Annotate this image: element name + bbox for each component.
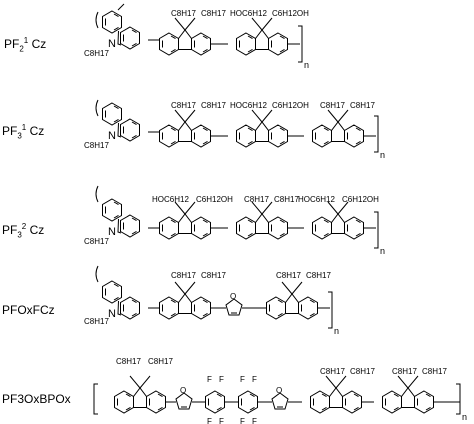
sub-octyl: C8H17 bbox=[84, 317, 109, 326]
label-pf3oxbpox: PF3OxBPOx bbox=[2, 392, 71, 406]
structure-pf2-1-cz: N C8H17 C8H17 C8H17 HOC6H12 C6H12OH n bbox=[84, 3, 309, 70]
sub-hydroxyhexyl: C6H12OH bbox=[196, 195, 233, 204]
sub-octyl: C8H17 bbox=[201, 101, 226, 110]
repeat-n: n bbox=[380, 150, 385, 160]
atom-n: N bbox=[108, 226, 116, 238]
label-pf2-1-cz: PF21 Cz bbox=[4, 36, 47, 54]
repeat-n: n bbox=[334, 326, 339, 336]
sub-octyl: C8H17 bbox=[320, 101, 345, 110]
sub-octyl: C8H17 bbox=[320, 367, 345, 376]
structure-pfoxfcz: N O C8H17 C8H17 C8H17 C8H17 C8H17 n bbox=[84, 265, 339, 336]
atom-f: F bbox=[219, 375, 224, 384]
atom-f: F bbox=[240, 417, 245, 424]
sub-octyl: C8H17 bbox=[392, 367, 417, 376]
structure-pf3-2-cz: N C8H17 HOC6H12 C6H12OH C8H17 C8H17 HOC6… bbox=[84, 185, 385, 256]
sub-octyl: C8H17 bbox=[201, 9, 226, 18]
sub-octyl: C8H17 bbox=[171, 101, 196, 110]
sub-hydroxyhexyl: C6H12OH bbox=[272, 101, 309, 110]
label-pfoxfcz: PFOxFCz bbox=[2, 303, 55, 317]
sub-hydroxyhexyl: HOC6H12 bbox=[230, 101, 267, 110]
sub-octyl: C8H17 bbox=[116, 357, 141, 366]
atom-f: F bbox=[252, 375, 257, 384]
sub-octyl: C8H17 bbox=[276, 271, 301, 280]
structure-pf3-1-cz: N C8H17 C8H17 C8H17 HOC6H12 C6H12OH C8H1… bbox=[84, 99, 385, 160]
atom-f: F bbox=[207, 375, 212, 384]
label-pf3-2-cz: PF32 Cz bbox=[2, 222, 45, 240]
atom-n: N bbox=[108, 38, 116, 50]
atom-n: N bbox=[108, 130, 116, 142]
sub-hydroxyhexyl: HOC6H12 bbox=[298, 195, 335, 204]
repeat-n: n bbox=[380, 246, 385, 256]
sub-octyl: C8H17 bbox=[84, 237, 109, 246]
sub-octyl: C8H17 bbox=[350, 367, 375, 376]
sub-hydroxyhexyl: HOC6H12 bbox=[230, 9, 267, 18]
atom-o: O bbox=[180, 386, 186, 395]
sub-octyl: C8H17 bbox=[84, 49, 109, 58]
atom-f: F bbox=[219, 417, 224, 424]
sub-octyl: C8H17 bbox=[201, 271, 226, 280]
sub-octyl: C8H17 bbox=[171, 271, 196, 280]
structure-pf3oxbpox: O O F F F F F F F F C8H17 C8H17 C8H17 bbox=[93, 357, 467, 424]
sub-hydroxyhexyl: HOC6H12 bbox=[152, 195, 189, 204]
repeat-n: n bbox=[462, 412, 467, 422]
sub-octyl: C8H17 bbox=[350, 101, 375, 110]
atom-f: F bbox=[252, 417, 257, 424]
atom-f: F bbox=[207, 417, 212, 424]
sub-hydroxyhexyl: C6H12OH bbox=[272, 9, 309, 18]
atom-n: N bbox=[108, 308, 116, 320]
sub-hydroxyhexyl: C6H12OH bbox=[342, 195, 379, 204]
sub-octyl: C8H17 bbox=[244, 195, 269, 204]
sub-octyl: C8H17 bbox=[148, 357, 173, 366]
label-pf3-1-cz: PF31 Cz bbox=[2, 123, 45, 141]
repeat-n: n bbox=[304, 60, 309, 70]
sub-octyl: C8H17 bbox=[171, 9, 196, 18]
sub-octyl: C8H17 bbox=[84, 141, 109, 150]
sub-octyl: C8H17 bbox=[422, 367, 447, 376]
atom-f: F bbox=[240, 375, 245, 384]
atom-o: O bbox=[276, 386, 282, 395]
atom-o: O bbox=[230, 292, 236, 301]
sub-octyl: C8H17 bbox=[306, 271, 331, 280]
sub-octyl: C8H17 bbox=[274, 195, 299, 204]
